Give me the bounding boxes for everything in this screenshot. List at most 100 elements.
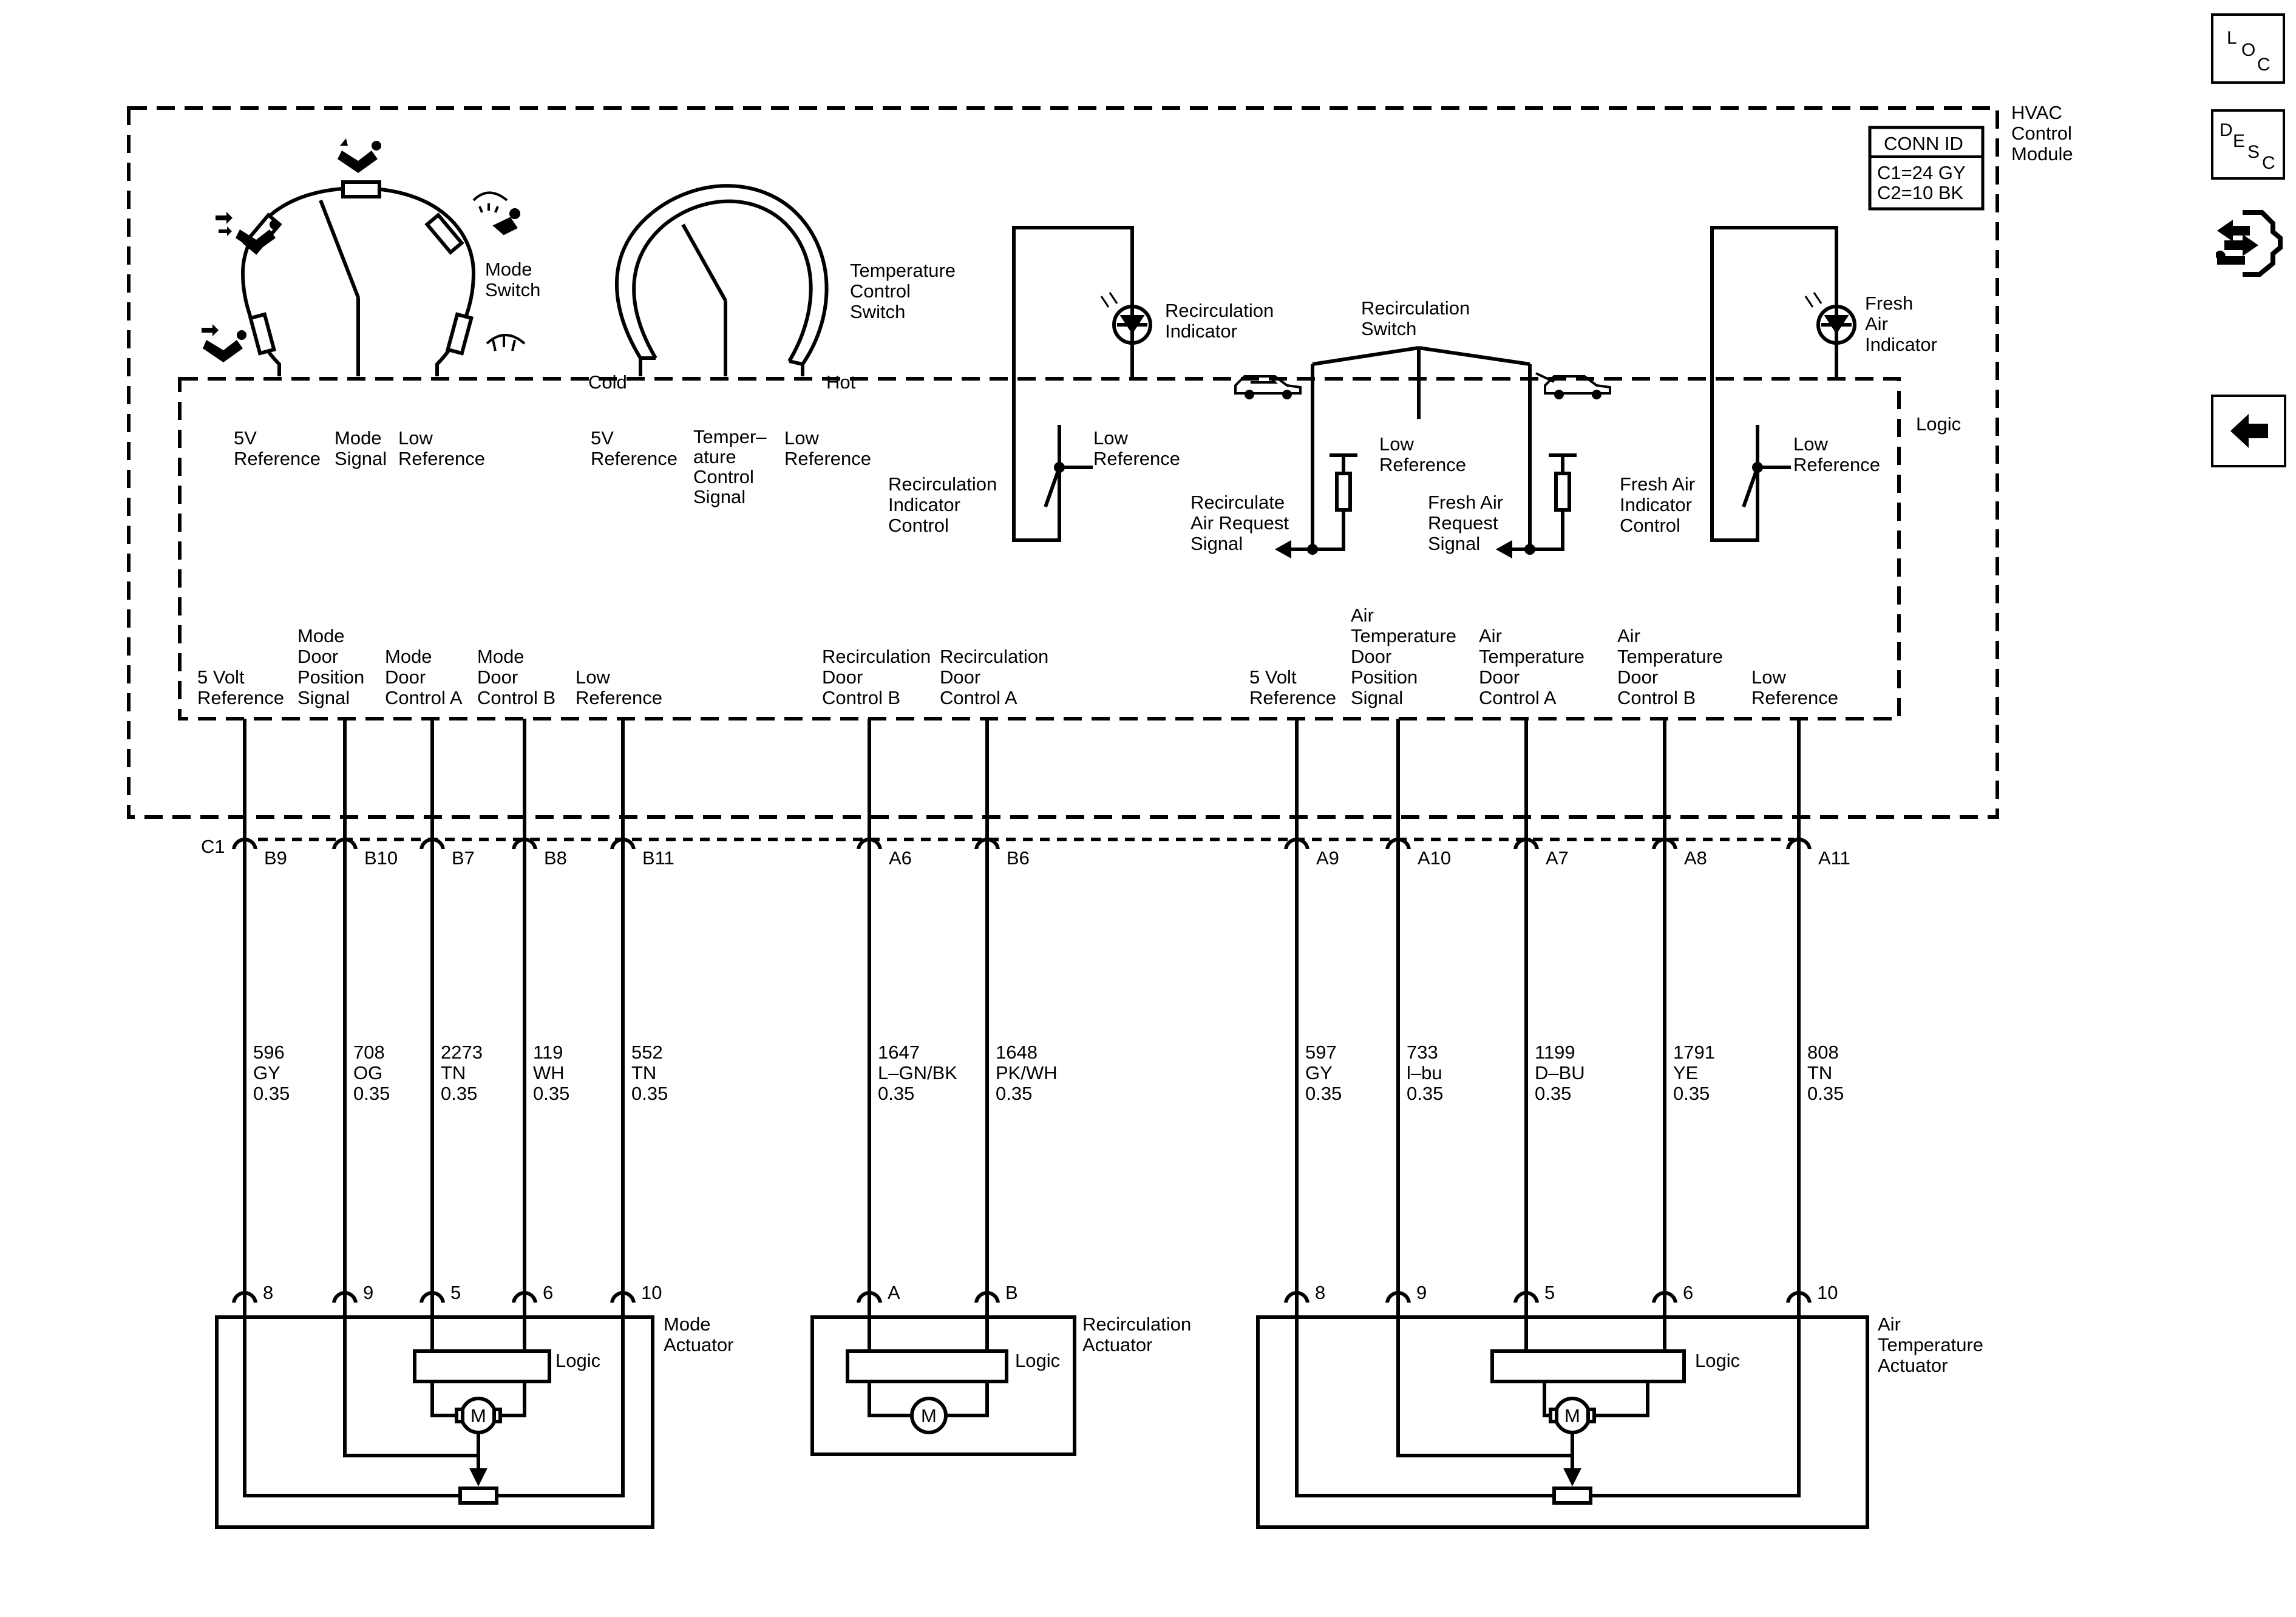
pin-name-label: Air bbox=[1351, 605, 1374, 626]
mode-switch-low-reference-label: Low Reference bbox=[398, 427, 485, 469]
svg-text:Switch: Switch bbox=[850, 301, 905, 322]
svg-text:Temperature: Temperature bbox=[850, 260, 956, 281]
wire-gauge-label: 0.35 bbox=[1305, 1083, 1342, 1104]
connector-end-view-button[interactable] bbox=[2212, 205, 2286, 278]
back-button[interactable] bbox=[2211, 395, 2286, 467]
recirculate-car-icon bbox=[1234, 375, 1302, 399]
circuit-number-label: 552 bbox=[631, 1042, 663, 1063]
svg-text:Low: Low bbox=[784, 427, 819, 449]
pin-name-label: 5 Volt bbox=[1249, 666, 1297, 688]
pin-name-label: Position bbox=[1351, 666, 1418, 688]
svg-text:Fresh Air: Fresh Air bbox=[1620, 473, 1695, 495]
cold-label: Cold bbox=[588, 371, 627, 393]
circuit-number-label: 1648 bbox=[996, 1042, 1038, 1063]
air-temperature-actuator bbox=[1256, 1315, 1869, 1529]
svg-text:Low: Low bbox=[1793, 433, 1828, 455]
circuit-number-label: 808 bbox=[1807, 1042, 1839, 1063]
actuator-terminal-label: 5 bbox=[1544, 1282, 1555, 1303]
fresh-air-indicator-circuit bbox=[1710, 226, 1856, 542]
pin-name-label: Door bbox=[822, 666, 863, 688]
svg-text:Signal: Signal bbox=[1428, 533, 1480, 554]
location-button[interactable]: L O C bbox=[2211, 13, 2285, 84]
pin-name-label: Reference bbox=[197, 687, 284, 708]
svg-text:Actuator: Actuator bbox=[1082, 1334, 1152, 1355]
wire-color-label: TN bbox=[631, 1062, 656, 1083]
temp-switch-5v-reference-label: 5V Reference bbox=[591, 427, 678, 469]
pin-name-label: Temperature bbox=[1351, 625, 1456, 646]
recirculation-indicator-control-label: Recirculation Indicator Control bbox=[888, 473, 997, 536]
back-arrow-icon bbox=[2230, 414, 2268, 448]
loc-letter-c: C bbox=[2257, 55, 2271, 75]
recirculation-switch-label: Recirculation Switch bbox=[1361, 297, 1470, 339]
circuit-number-label: 1791 bbox=[1673, 1042, 1715, 1063]
svg-text:HVAC: HVAC bbox=[2011, 102, 2062, 123]
cavity-id-label: A7 bbox=[1546, 847, 1569, 869]
pin-name-label: Position bbox=[297, 666, 364, 688]
recirculation-indicator-label: Recirculation Indicator bbox=[1165, 300, 1274, 342]
svg-text:Actuator: Actuator bbox=[664, 1334, 733, 1355]
fresh-air-indicator-low-reference-label: Low Reference bbox=[1793, 433, 1880, 475]
mode-switch-5v-reference-label: 5V Reference bbox=[234, 427, 321, 469]
pin-name-label: Air bbox=[1617, 625, 1640, 646]
wire-gauge-label: 0.35 bbox=[878, 1083, 914, 1104]
svg-text:Recirculation: Recirculation bbox=[888, 473, 997, 495]
actuator-terminal-label: 6 bbox=[1683, 1282, 1693, 1303]
circuit-number-label: 597 bbox=[1305, 1042, 1337, 1063]
temperature-control-switch bbox=[615, 184, 829, 376]
svg-text:Reference: Reference bbox=[1379, 454, 1466, 475]
temperature-control-switch-label: Temperature Control Switch bbox=[850, 260, 956, 322]
cavity-id-label: A8 bbox=[1684, 847, 1707, 869]
svg-text:ature: ature bbox=[693, 446, 736, 467]
connector-c1-label: C1 bbox=[201, 836, 225, 857]
svg-text:Fresh: Fresh bbox=[1865, 293, 1913, 314]
wire-gauge-label: 0.35 bbox=[996, 1083, 1032, 1104]
cavity-id-label: B6 bbox=[1007, 847, 1030, 869]
pin-name-label: Signal bbox=[1351, 687, 1403, 708]
wire-color-label: GY bbox=[253, 1062, 280, 1083]
svg-text:Low: Low bbox=[1379, 433, 1414, 455]
svg-text:Indicator: Indicator bbox=[1165, 320, 1237, 342]
recirculate-air-request-signal-label: Recirculate Air Request Signal bbox=[1190, 492, 1289, 554]
fresh-air-request-signal-label: Fresh Air Request Signal bbox=[1428, 492, 1503, 554]
svg-text:Fresh Air: Fresh Air bbox=[1428, 492, 1503, 513]
air-temperature-actuator-motor-label: M bbox=[1564, 1405, 1580, 1426]
desc-letter-d: D bbox=[2220, 120, 2233, 140]
svg-text:Recirculation: Recirculation bbox=[1361, 297, 1470, 319]
pin-name-label: Control A bbox=[1479, 687, 1557, 708]
temp-switch-signal-label: Temper– ature Control Signal bbox=[693, 426, 767, 507]
svg-text:Signal: Signal bbox=[1190, 533, 1243, 554]
svg-text:Reference: Reference bbox=[591, 448, 678, 469]
wire-color-label: OG bbox=[353, 1062, 382, 1083]
pin-name-label: Low bbox=[576, 666, 610, 688]
svg-text:Reference: Reference bbox=[398, 448, 485, 469]
air-temperature-actuator-label: Air Temperature Actuator bbox=[1878, 1314, 1983, 1376]
cavity-id-label: B11 bbox=[642, 847, 674, 869]
pin-name-label: Mode bbox=[477, 646, 525, 667]
pin-name-label: Reference bbox=[1249, 687, 1336, 708]
svg-text:Mode: Mode bbox=[335, 427, 382, 449]
pin-name-label: Door bbox=[940, 666, 980, 688]
actuator-terminal-label: 10 bbox=[641, 1282, 662, 1303]
pin-name-label: Control B bbox=[477, 687, 555, 708]
pin-name-label: Door bbox=[1351, 646, 1391, 667]
pin-name-label: Door bbox=[477, 666, 518, 688]
recirculation-indicator-circuit bbox=[1012, 226, 1152, 542]
wire-gauge-label: 0.35 bbox=[1673, 1083, 1710, 1104]
svg-text:Reference: Reference bbox=[1793, 454, 1880, 475]
description-button[interactable]: D E S C bbox=[2211, 109, 2285, 180]
logic-label: Logic bbox=[1916, 413, 1961, 435]
hot-label: Hot bbox=[826, 371, 856, 393]
svg-text:Switch: Switch bbox=[1361, 318, 1416, 339]
svg-text:Module: Module bbox=[2011, 143, 2073, 164]
svg-text:Reference: Reference bbox=[1093, 448, 1180, 469]
wire-color-label: TN bbox=[441, 1062, 466, 1083]
pin-a10-air-temperature-door-position-signal: AirTemperatureDoorPositionSignalA10733l–… bbox=[1351, 605, 1456, 1317]
actuator-terminal-label: 5 bbox=[450, 1282, 461, 1303]
cavity-id-label: B8 bbox=[544, 847, 567, 869]
cavity-id-label: B7 bbox=[452, 847, 475, 869]
